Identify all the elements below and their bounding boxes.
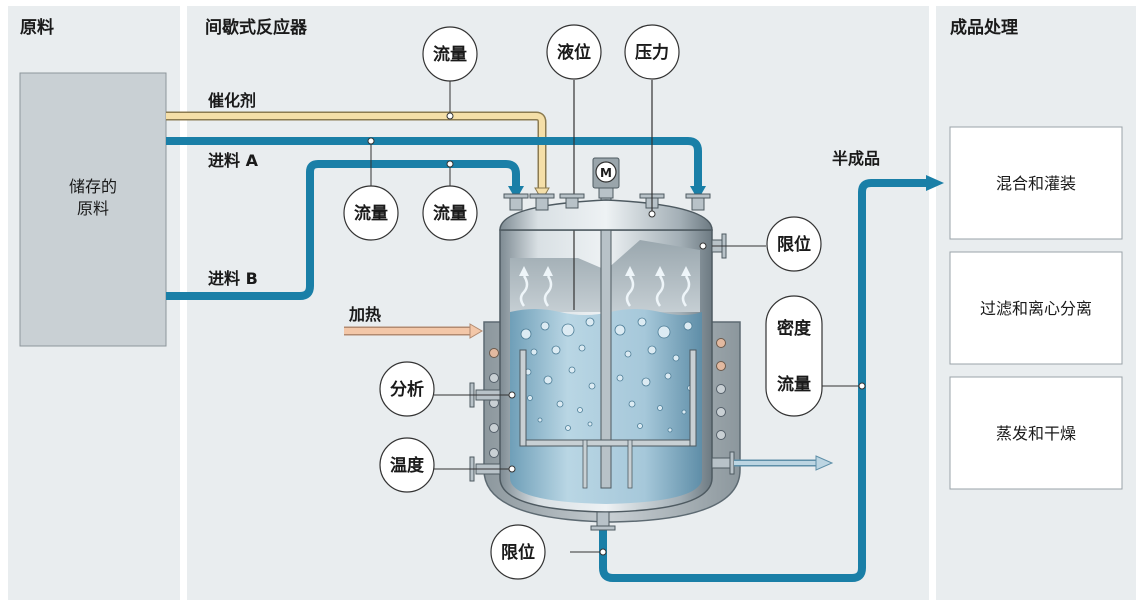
process-label-filtration: 过滤和离心分离: [980, 299, 1092, 318]
agitator-blade: [519, 439, 697, 447]
section-title-product: 成品处理: [950, 17, 1018, 38]
feed-a-label: 进料 A: [208, 151, 259, 170]
feed-b-pipe: [166, 160, 520, 300]
agitator-arm-right: [689, 349, 697, 447]
instrument-pressure: 压力: [624, 24, 680, 80]
tap-point: [858, 382, 866, 390]
instrument-flow-top: 流量: [422, 26, 478, 82]
semi-product-pipe: [599, 179, 928, 582]
feed-b-arrow-icon: [508, 186, 524, 200]
process-box-evaporation: [949, 376, 1123, 490]
instrument-temperature: 温度: [379, 437, 435, 493]
tap-point: [508, 465, 516, 473]
process-box-mixing: [949, 126, 1123, 240]
side-outlet-arrow-icon: [815, 455, 834, 471]
top-nozzles: [503, 193, 711, 211]
storage-box: [19, 72, 167, 347]
tap-point: [599, 548, 607, 556]
motor-coupling: [598, 187, 614, 199]
instrument-level: 液位: [546, 24, 602, 80]
process-label-mixing: 混合和灌装: [996, 174, 1076, 193]
heating-arrow-icon: [469, 323, 483, 339]
storage-label-line2: 原料: [77, 199, 109, 218]
svg-text:密度: 密度: [777, 318, 812, 339]
agitator-paddle: [627, 439, 633, 489]
tap-point: [648, 210, 656, 218]
svg-text:流量: 流量: [354, 203, 388, 224]
svg-text:分析: 分析: [390, 379, 424, 400]
semi-product-label: 半成品: [832, 149, 880, 168]
jacket-ports: [489, 338, 726, 458]
vapour-arrows-icon: [519, 275, 691, 307]
feed-b-label: 进料 B: [208, 269, 258, 288]
feed-a-pipe: [166, 137, 702, 190]
instrument-analysis: 分析: [379, 361, 435, 417]
svg-text:压力: 压力: [635, 42, 669, 63]
tap-point: [508, 391, 516, 399]
svg-text:流量: 流量: [433, 44, 467, 65]
motor-icon: [595, 161, 617, 183]
motor-label: M: [600, 166, 612, 180]
semi-product-arrow-icon: [926, 175, 944, 191]
instrument-flow-b: 流量: [422, 185, 478, 241]
svg-text:限位: 限位: [501, 542, 535, 563]
svg-text:流量: 流量: [777, 374, 811, 395]
tap-point: [446, 112, 454, 120]
process-label-evaporation: 蒸发和干燥: [996, 424, 1076, 443]
instrument-density-flow: 密度 流量: [765, 295, 823, 417]
instrument-flow-a: 流量: [343, 185, 399, 241]
agitator-paddle: [582, 439, 588, 489]
svg-text:液位: 液位: [557, 42, 591, 63]
section-title-reactor: 间歇式反应器: [205, 17, 308, 38]
tap-point: [699, 242, 707, 250]
vapour-arrowheads: [519, 266, 691, 276]
svg-text:限位: 限位: [777, 234, 811, 255]
agitator-arm-left: [519, 349, 527, 447]
catalyst-label: 催化剂: [208, 91, 256, 110]
tap-point: [446, 160, 454, 168]
process-box-filtration: [949, 251, 1123, 365]
tap-point: [367, 137, 375, 145]
feed-a-arrow-icon: [690, 186, 706, 200]
vessel-dome: [499, 199, 713, 231]
storage-label-line1: 储存的: [69, 177, 117, 196]
reactor-vessel: M: [434, 80, 834, 531]
instrument-limit-top: 限位: [766, 216, 822, 272]
svg-text:温度: 温度: [390, 455, 425, 476]
section-title-raw: 原料: [20, 17, 54, 38]
catalyst-pipe: [166, 113, 545, 190]
instrument-limit-bottom: 限位: [490, 524, 546, 580]
heating-label: 加热: [348, 305, 381, 324]
svg-text:流量: 流量: [433, 203, 467, 224]
bubbles: [520, 317, 693, 433]
